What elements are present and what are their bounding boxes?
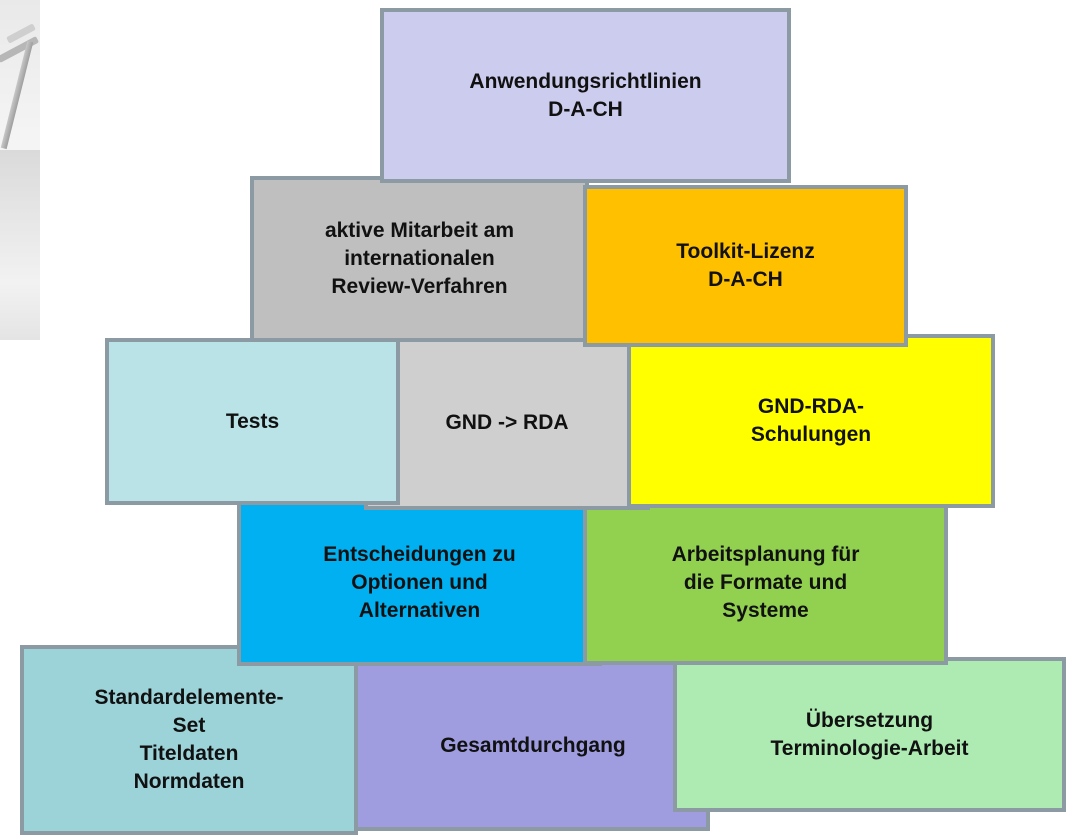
- box-entscheidungen-label: Entscheidungen zu Optionen und Alternati…: [323, 543, 516, 622]
- box-schulungen: GND-RDA- Schulungen: [627, 334, 995, 508]
- box-toolkit: Toolkit-Lizenz D-A-CH: [583, 185, 908, 347]
- box-anwendungsrichtlinien-label: Anwendungsrichtlinien D-A-CH: [469, 69, 702, 121]
- box-toolkit-label: Toolkit-Lizenz D-A-CH: [676, 240, 815, 291]
- railing-bar-icon: [0, 36, 40, 63]
- box-standardelemente: Standardelemente- Set Titeldaten Normdat…: [20, 645, 358, 835]
- photo-shade: [0, 150, 40, 340]
- railing-photo-image: [0, 0, 40, 340]
- box-gnd-rda: GND -> RDA: [364, 336, 650, 510]
- box-uebersetzung: Übersetzung Terminologie-Arbeit: [673, 657, 1066, 812]
- box-standardelemente-label: Standardelemente- Set Titeldaten Normdat…: [94, 686, 284, 793]
- box-entscheidungen: Entscheidungen zu Optionen und Alternati…: [237, 500, 602, 666]
- box-tests-label: Tests: [225, 409, 280, 433]
- box-gnd-rda-label: GND -> RDA: [445, 411, 569, 434]
- box-arbeitsplanung: Arbeitsplanung für die Formate und Syste…: [583, 501, 948, 665]
- box-anwendungsrichtlinien: Anwendungsrichtlinien D-A-CH: [380, 8, 791, 183]
- box-gesamtdurchgang: Gesamtdurchgang: [346, 661, 710, 831]
- box-schulungen-label: GND-RDA- Schulungen: [750, 395, 872, 446]
- box-uebersetzung-label: Übersetzung Terminologie-Arbeit: [770, 708, 969, 760]
- box-mitarbeit: aktive Mitarbeit am internationalen Revi…: [250, 176, 589, 342]
- box-arbeitsplanung-label: Arbeitsplanung für die Formate und Syste…: [671, 543, 860, 622]
- box-mitarbeit-label: aktive Mitarbeit am internationalen Revi…: [324, 219, 515, 298]
- box-gesamtdurchgang-label: Gesamtdurchgang: [440, 734, 626, 757]
- box-tests: Tests: [105, 338, 400, 505]
